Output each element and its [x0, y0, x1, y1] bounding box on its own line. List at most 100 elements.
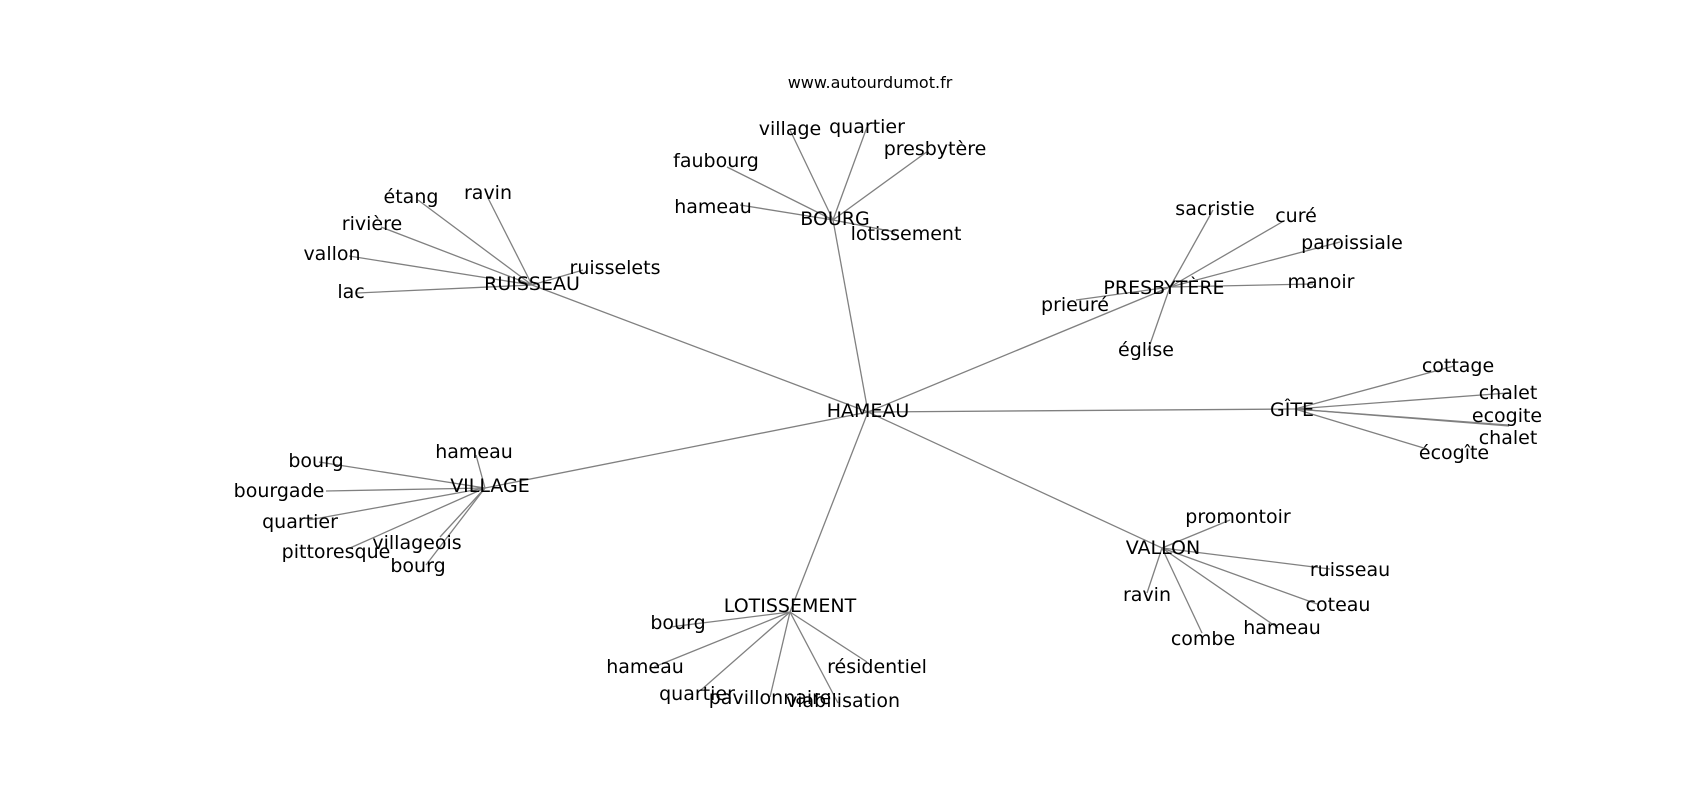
edge-gite-chalet-3	[1294, 408, 1509, 426]
leaf-node-lotissement-bourg: bourg	[650, 612, 705, 634]
leaf-node-bourg-hameau: hameau	[674, 196, 752, 218]
edge-ruisseau-lac-5	[356, 284, 533, 294]
hub-node-gite: GÎTE	[1270, 398, 1314, 421]
edge-root-lotissement	[789, 411, 869, 613]
edge-gite-cottage-0	[1294, 365, 1455, 410]
edge-lotissement-pavillonnaire-4	[769, 611, 791, 698]
leaf-node-village-bourg: bourg	[288, 450, 343, 472]
leaf-node-village-bourgade: bourgade	[234, 480, 325, 502]
edge-ruisseau-ruisselets-4	[531, 269, 584, 286]
edge-village-pittoresque-4	[349, 487, 486, 549]
leaf-node-gite-ecogite: ecogite	[1472, 405, 1542, 427]
edge-village-bourg-1	[318, 461, 486, 489]
leaf-node-vallon-combe: combe	[1171, 628, 1235, 650]
edge-village-bourg-6	[425, 487, 486, 566]
leaf-node-lotissement-hameau: hameau	[606, 656, 684, 678]
edge-lotissement-quartier-3	[700, 611, 791, 691]
leaf-node-bourg-faubourg: faubourg	[673, 150, 759, 172]
leaf-node-village-bourg: bourg	[390, 555, 445, 577]
hub-node-presbytere: PRESBYTÈRE	[1103, 276, 1224, 299]
edge-root-bourg	[832, 219, 869, 413]
leaf-node-ruisseau-riviere: rivière	[342, 213, 402, 235]
leaf-node-gite-chalet: chalet	[1479, 382, 1538, 404]
leaf-node-village-quartier: quartier	[262, 511, 338, 533]
edge-village-villageois-5	[439, 487, 486, 538]
leaf-node-vallon-ravin: ravin	[1123, 584, 1171, 606]
site-watermark: www.autourdumot.fr	[788, 73, 953, 92]
edge-gite-chalet-1	[1294, 392, 1509, 410]
leaf-node-ruisseau-etang: étang	[384, 186, 439, 208]
leaf-node-presbytere-eglise: église	[1118, 339, 1174, 361]
edge-root-ruisseau	[531, 284, 869, 413]
edge-presbytere-cure-1	[1169, 221, 1283, 288]
edge-bourg-hameau-4	[739, 204, 834, 221]
edge-lotissement-hameau-1	[653, 611, 791, 668]
hub-node-ruisseau: RUISSEAU	[484, 273, 580, 295]
root-node-label: HAMEAU	[827, 400, 910, 422]
edge-vallon-coteau-3	[1161, 547, 1318, 605]
edge-vallon-hameau-5	[1161, 547, 1279, 629]
leaf-node-lotissement-quartier: quartier	[659, 683, 735, 705]
edge-root-vallon	[867, 411, 1163, 549]
leaf-node-village-pittoresque: pittoresque	[282, 541, 391, 563]
edge-root-gite	[867, 408, 1296, 413]
edge-village-quartier-3	[308, 487, 486, 521]
edge-presbytere-paroissiale-2	[1169, 241, 1341, 288]
leaf-node-lotissement-residentiel: résidentiel	[827, 656, 927, 678]
edge-presbytere-sacristie-0	[1169, 209, 1214, 288]
leaf-node-bourg-lotissement: lotissement	[851, 223, 962, 245]
edge-ruisseau-etang-1	[417, 199, 533, 286]
edge-presbytere-prieure-4	[1075, 286, 1171, 301]
edge-lotissement-bourg-0	[669, 611, 791, 628]
edge-root-village	[484, 411, 869, 489]
leaf-node-ruisseau-ravin: ravin	[464, 182, 512, 204]
leaf-node-vallon-ruisseau: ruisseau	[1310, 559, 1390, 581]
edge-bourg-quartier-1	[832, 126, 868, 221]
leaf-node-village-villageois: villageois	[372, 532, 461, 554]
leaf-node-bourg-village: village	[759, 118, 821, 140]
leaf-node-vallon-promontoir: promontoir	[1185, 506, 1291, 528]
edge-vallon-ravin-2	[1146, 547, 1163, 594]
edge-gite-ecogite-4	[1294, 408, 1428, 450]
edge-lotissement-residentiel-2	[789, 611, 868, 663]
edge-presbytere-eglise-5	[1147, 286, 1171, 351]
leaf-node-vallon-hameau: hameau	[1243, 617, 1321, 639]
leaf-node-bourg-presbytere: presbytère	[884, 138, 987, 160]
edges-layer	[308, 126, 1510, 704]
edge-village-hameau-0	[475, 454, 486, 489]
leaf-node-lotissement-viabilisation: viabilisation	[786, 690, 900, 712]
leaf-node-gite-ecogite: écogîte	[1419, 442, 1489, 464]
hub-node-bourg: BOURG	[800, 208, 870, 230]
leaf-node-gite-cottage: cottage	[1422, 355, 1494, 377]
edge-lotissement-viabilisation-5	[789, 611, 839, 704]
leaf-node-lotissement-pavillonnaire: pavillonnaire	[709, 687, 832, 709]
edge-root-presbytere	[867, 286, 1171, 413]
edge-vallon-promontoir-0	[1161, 519, 1231, 549]
leaf-node-presbytere-sacristie: sacristie	[1175, 198, 1254, 220]
leaf-node-bourg-quartier: quartier	[829, 116, 905, 138]
edge-bourg-lotissement-5	[832, 219, 896, 233]
leaf-node-ruisseau-vallon: vallon	[303, 243, 360, 265]
leaf-node-ruisseau-lac: lac	[337, 281, 364, 303]
edge-bourg-presbytere-2	[832, 150, 929, 221]
hub-node-lotissement: LOTISSEMENT	[724, 595, 857, 617]
edge-village-bourgade-2	[325, 487, 486, 492]
edge-vallon-ruisseau-1	[1161, 547, 1331, 570]
leaf-node-village-hameau: hameau	[435, 441, 513, 463]
edge-ruisseau-vallon-3	[348, 255, 533, 286]
edge-presbytere-manoir-3	[1169, 283, 1314, 288]
hub-node-village: VILLAGE	[450, 475, 530, 497]
leaf-node-presbytere-cure: curé	[1275, 205, 1317, 227]
edge-ruisseau-ravin-0	[487, 197, 533, 286]
edge-bourg-village-0	[789, 129, 834, 221]
edge-ruisseau-riviere-2	[380, 226, 533, 286]
edge-vallon-combe-4	[1161, 547, 1203, 634]
leaf-node-gite-chalet: chalet	[1479, 427, 1538, 449]
edge-bourg-faubourg-3	[726, 166, 834, 221]
leaf-node-vallon-coteau: coteau	[1306, 594, 1371, 616]
hub-node-vallon: VALLON	[1126, 537, 1200, 559]
leaf-node-presbytere-paroissiale: paroissiale	[1301, 232, 1403, 254]
